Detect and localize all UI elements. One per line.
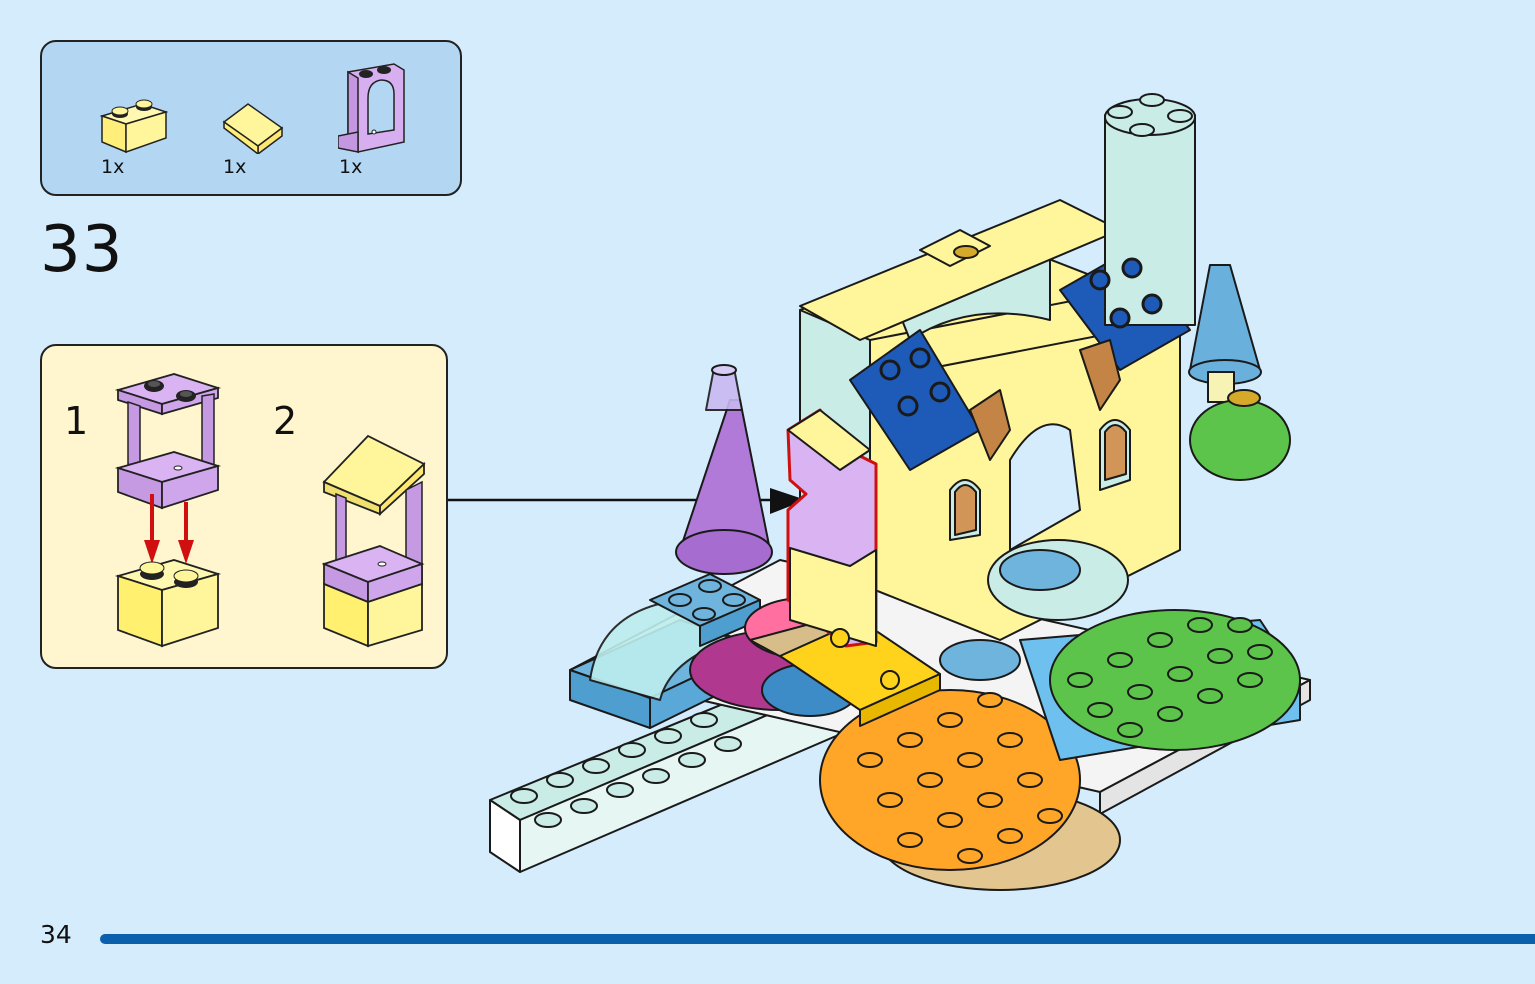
castle-model-illustration bbox=[489, 93, 1311, 891]
part-qty: 1x bbox=[339, 156, 363, 178]
progress-bar bbox=[100, 934, 1535, 944]
part-qty: 1x bbox=[101, 156, 125, 178]
parts-list-box: 1x 1x 1x bbox=[40, 40, 462, 196]
yellow-brick-part-icon bbox=[99, 99, 169, 154]
page-number: 34 bbox=[40, 920, 72, 949]
window-frame-part-icon bbox=[338, 63, 405, 154]
part-qty: 1x bbox=[223, 156, 247, 178]
sub-step-number: 2 bbox=[273, 399, 298, 443]
sub-step-1-illustration bbox=[114, 373, 222, 648]
sub-step-number: 1 bbox=[64, 399, 89, 443]
step-number: 33 bbox=[40, 213, 124, 287]
sub-step-2-illustration bbox=[322, 434, 426, 648]
sub-assembly-box: 1 2 bbox=[40, 344, 448, 669]
yellow-slope-part-icon bbox=[222, 103, 284, 154]
progress-bar-fill bbox=[100, 934, 1535, 944]
